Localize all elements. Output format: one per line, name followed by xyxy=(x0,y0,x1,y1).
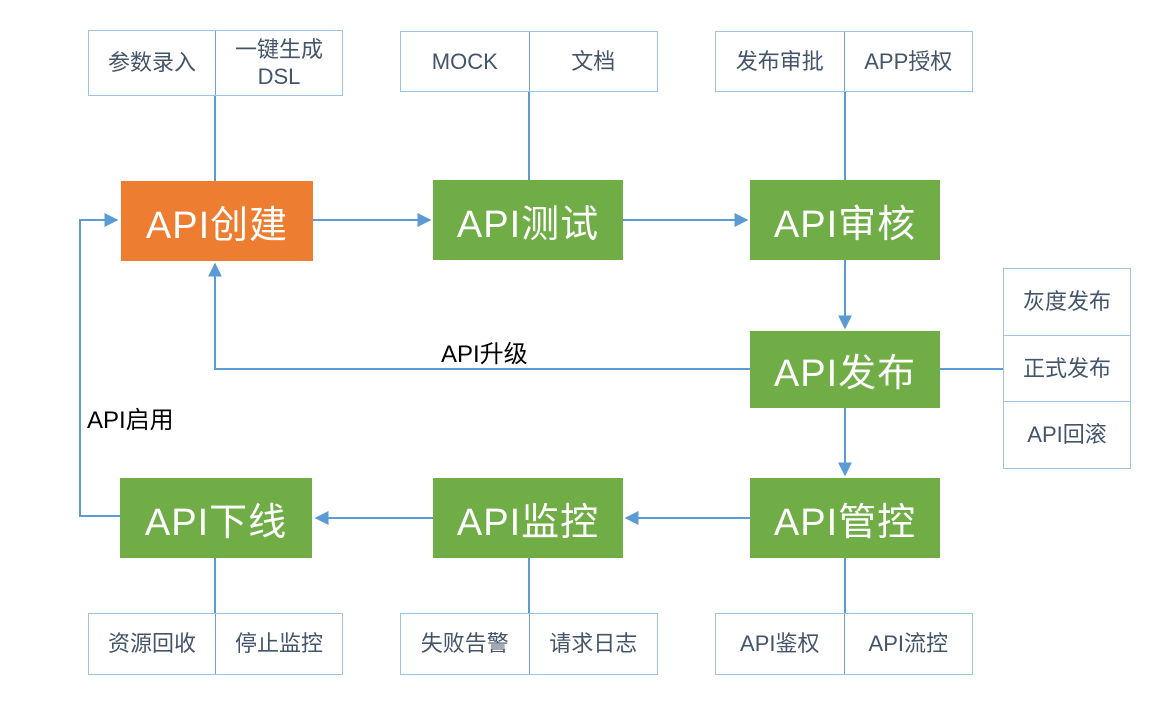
feature-api-auth: API鉴权 xyxy=(740,631,820,657)
feature-stop-monitoring: 停止监控 xyxy=(215,614,342,674)
feature-group-review: 发布审批 APP授权 xyxy=(715,31,973,92)
arrow-offline-enable-to-create xyxy=(79,213,120,517)
feature-resource-recycle: 资源回收 xyxy=(107,631,196,657)
feature-api-flow-control: API流控 xyxy=(843,614,973,674)
feature-request-log: 请求日志 xyxy=(528,614,658,674)
feature-group-test: MOCK 文档 xyxy=(400,31,658,92)
feature-mock: MOCK xyxy=(431,48,498,74)
feature-group-create: 参数录入 一键生成DSL xyxy=(88,30,343,96)
feature-docs: 文档 xyxy=(528,32,658,91)
stage-api-create: API创建 xyxy=(121,181,313,261)
edge-label-enable: API启用 xyxy=(87,407,174,434)
feature-failure-alert: 失败告警 xyxy=(420,631,509,657)
feature-publish-approval: 发布审批 xyxy=(735,48,824,74)
stage-api-publish: API发布 xyxy=(750,331,940,408)
stage-api-monitor: API监控 xyxy=(433,478,623,558)
feature-param-entry: 参数录入 xyxy=(107,50,196,76)
stage-api-offline: API下线 xyxy=(120,478,312,558)
edge-label-upgrade: API升级 xyxy=(441,341,528,368)
stage-api-test: API测试 xyxy=(433,180,623,260)
stage-api-manage: API管控 xyxy=(750,478,940,558)
feature-official-release: 正式发布 xyxy=(1004,334,1130,402)
feature-group-publish: 灰度发布 正式发布 API回滚 xyxy=(1003,268,1131,469)
feature-group-offline: 资源回收 停止监控 xyxy=(88,613,343,675)
feature-group-manage: API鉴权 API流控 xyxy=(715,613,973,675)
feature-group-monitor: 失败告警 请求日志 xyxy=(400,613,658,675)
feature-app-authorization: APP授权 xyxy=(843,32,973,91)
feature-gray-release: 灰度发布 xyxy=(1022,289,1111,315)
feature-api-rollback: API回滚 xyxy=(1004,401,1130,468)
stage-api-review: API审核 xyxy=(750,180,940,260)
feature-one-click-dsl: 一键生成DSL xyxy=(215,31,342,95)
